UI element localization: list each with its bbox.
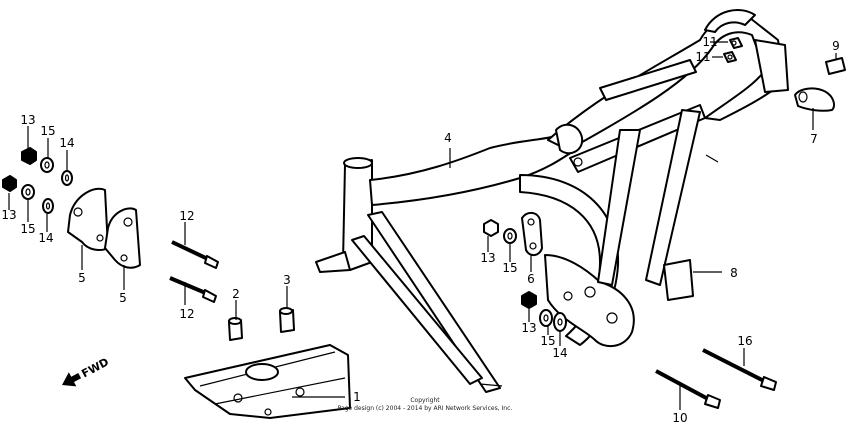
bolt-16[interactable] (702, 348, 777, 391)
callout-9: 9 (832, 39, 840, 53)
main-frame[interactable] (315, 9, 789, 393)
washer-15-upper-left[interactable] (40, 157, 54, 173)
callout-5-right: 5 (119, 291, 127, 305)
washer-14-center-lower[interactable] (553, 312, 567, 332)
callout-15-upper-left: 15 (40, 124, 55, 138)
callout-10: 10 (672, 411, 687, 425)
callout-15-center-upper: 15 (502, 261, 517, 275)
callout-12-lower: 12 (179, 307, 194, 321)
callout-13-upper-left: 13 (20, 113, 35, 127)
washer-14-lower-left[interactable] (42, 198, 54, 214)
callout-11-lower: 11 (695, 50, 710, 64)
nut-13-lower-left[interactable] (2, 175, 17, 192)
copyright-line-2: Page design (c) 2004 - 2014 by ARI Netwo… (338, 405, 513, 412)
callout-4: 4 (444, 131, 452, 145)
skid-plate[interactable] (184, 344, 351, 419)
forward-label: FWD (79, 355, 111, 380)
washer-15-center-upper[interactable] (503, 228, 517, 244)
collar-3[interactable] (279, 307, 295, 333)
nut-13-center-lower[interactable] (521, 291, 537, 309)
label-9[interactable] (825, 57, 846, 75)
callout-13-lower-left: 13 (1, 208, 16, 222)
callout-16: 16 (737, 334, 752, 348)
callout-14-center: 14 (552, 346, 567, 360)
washer-15-lower-left[interactable] (21, 184, 35, 200)
bolt-12-upper[interactable] (171, 240, 219, 269)
callout-7: 7 (810, 132, 818, 146)
washer-15-center-lower[interactable] (539, 309, 553, 327)
callout-14-upper-left: 14 (59, 136, 74, 150)
bracket-6[interactable] (521, 212, 543, 256)
callout-11-upper: 11 (702, 35, 717, 49)
forward-direction-indicator: FWD (62, 355, 111, 387)
callout-3: 3 (283, 273, 291, 287)
part-7[interactable] (794, 87, 835, 112)
engine-hanger-bracket-right[interactable] (104, 207, 141, 269)
callout-14-lower-left: 14 (38, 231, 53, 245)
callout-15-lower-left: 15 (20, 222, 35, 236)
callout-12-upper: 12 (179, 209, 194, 223)
callout-13-center-lower: 13 (521, 321, 536, 335)
bolt-12-lower[interactable] (169, 276, 217, 303)
collar-2[interactable] (228, 317, 243, 341)
callout-2: 2 (232, 287, 240, 301)
callout-8: 8 (730, 266, 738, 280)
plate-8[interactable] (663, 259, 694, 301)
bolt-11-upper[interactable] (729, 37, 743, 49)
leader-lines (8, 41, 837, 410)
nut-13-center-upper[interactable] (483, 219, 499, 237)
callout-13-center-upper: 13 (480, 251, 495, 265)
forward-arrow-icon (62, 372, 82, 387)
callout-15-center-lower: 15 (540, 334, 555, 348)
bolt-11-lower[interactable] (723, 51, 737, 63)
callout-labels: 1 2 3 4 5 5 6 7 8 9 10 11 11 12 12 13 13… (1, 35, 839, 425)
copyright-line-1: Copyright (410, 397, 440, 404)
copyright-notice: Copyright Page design (c) 2004 - 2014 by… (338, 397, 513, 412)
washer-14-upper-left[interactable] (61, 170, 73, 186)
callout-6: 6 (527, 272, 535, 286)
bolt-10[interactable] (655, 369, 721, 409)
engine-hanger-bracket-left[interactable] (67, 187, 109, 251)
nut-13-upper-left[interactable] (21, 147, 37, 165)
callout-1: 1 (353, 390, 361, 404)
callout-5-left: 5 (78, 271, 86, 285)
